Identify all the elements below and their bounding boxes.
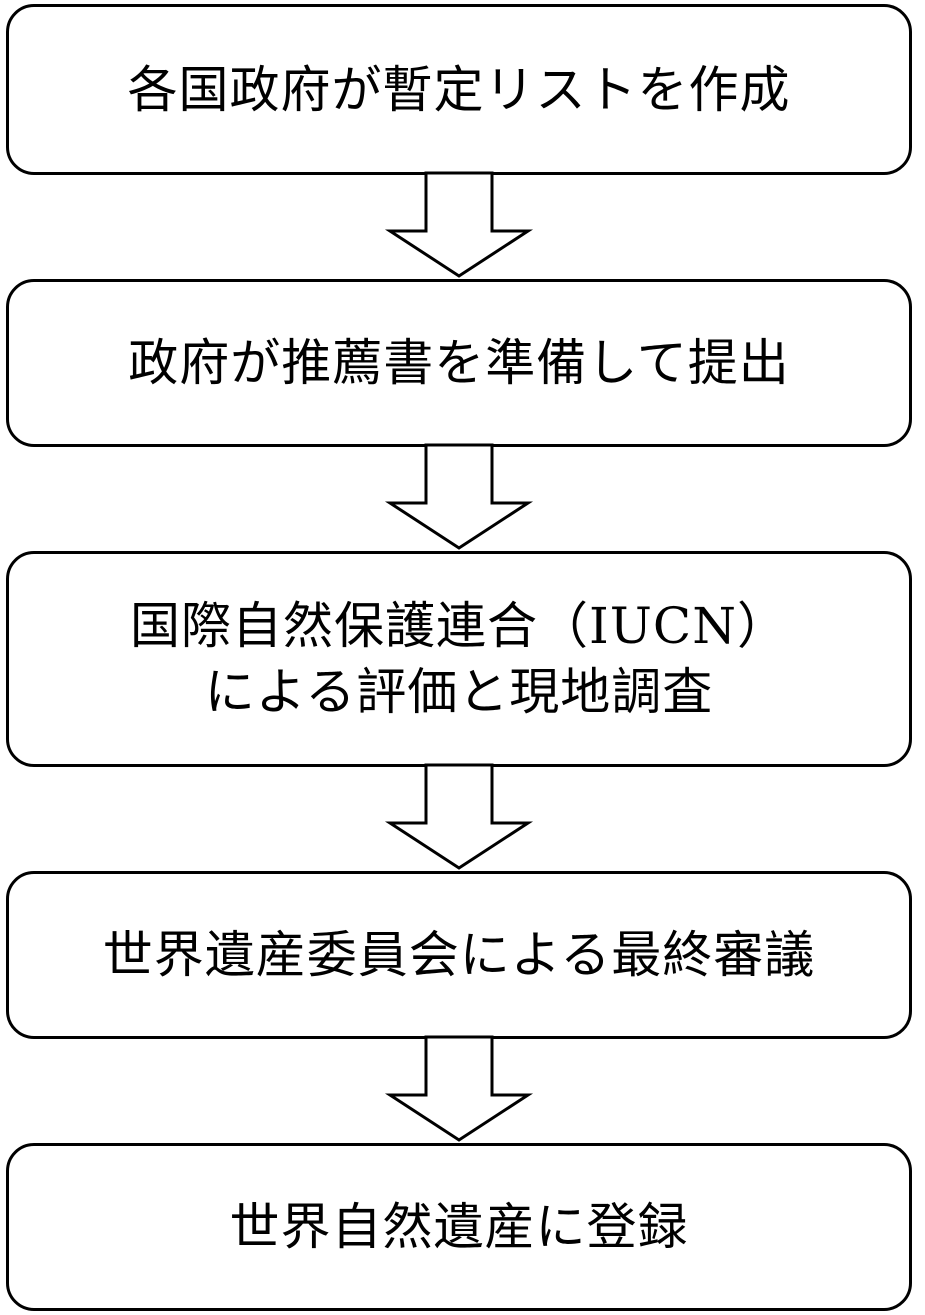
step-5-text: 世界自然遺産に登録 bbox=[229, 1198, 689, 1256]
down-arrow-icon bbox=[384, 443, 534, 550]
down-arrow-icon bbox=[384, 763, 534, 870]
step-2-text: 政府が推薦書を準備して提出 bbox=[128, 334, 790, 392]
flow-step-4: 世界遺産委員会による最終審議 bbox=[6, 871, 912, 1039]
down-arrow-icon bbox=[384, 1035, 534, 1142]
step-1-text: 各国政府が暫定リストを作成 bbox=[127, 60, 791, 119]
flow-step-5: 世界自然遺産に登録 bbox=[6, 1143, 912, 1311]
down-arrow-icon bbox=[384, 171, 534, 278]
flow-step-2: 政府が推薦書を準備して提出 bbox=[6, 279, 912, 447]
step-4-text: 世界遺産委員会による最終審議 bbox=[102, 926, 816, 984]
flow-step-1: 各国政府が暫定リストを作成 bbox=[6, 4, 912, 175]
step-3-text-line-1: 国際自然保護連合（IUCN） bbox=[130, 597, 788, 655]
flow-step-3: 国際自然保護連合（IUCN） による評価と現地調査 bbox=[6, 551, 912, 767]
step-3-text-line-2: による評価と現地調査 bbox=[204, 663, 714, 721]
